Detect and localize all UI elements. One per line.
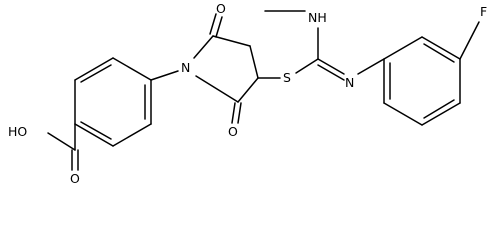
molecule-structure: HO O O N O S NH N F [8, 1, 487, 186]
bond [421, 36, 461, 60]
bond [459, 21, 480, 60]
bond [112, 57, 152, 81]
bond [317, 64, 345, 81]
atom-labels: HO O O N O S NH N F [8, 1, 487, 186]
bonds [47, 10, 480, 171]
bond [74, 57, 114, 81]
bond [317, 58, 345, 75]
bond [383, 36, 423, 60]
ring-nitrogen-label: N [181, 60, 190, 75]
bond [209, 13, 217, 35]
bond [47, 132, 76, 151]
bond [195, 75, 239, 103]
bond [212, 35, 251, 47]
sulfur-label: S [283, 70, 291, 85]
bond [237, 77, 259, 103]
bond [215, 16, 223, 38]
carbonyl-oxygen-bottom-label: O [228, 124, 238, 139]
bond [193, 35, 214, 59]
bond [423, 99, 455, 119]
hydroxyl-label: HO [8, 124, 27, 139]
fluorine-label: F [480, 4, 487, 19]
carbonyl-oxygen-top-label: O [216, 1, 226, 16]
bond [231, 102, 236, 124]
bond [423, 43, 455, 63]
bond [237, 102, 242, 124]
acid-oxygen-label: O [70, 171, 80, 186]
bond [295, 58, 319, 74]
bond [421, 102, 461, 126]
bond [150, 70, 179, 81]
bond [74, 123, 114, 147]
imine-nitrogen-label: N [345, 75, 354, 90]
bond [249, 45, 259, 79]
bond [80, 64, 112, 83]
bond [357, 58, 385, 75]
bond [80, 121, 112, 140]
bond [383, 102, 423, 126]
amine-nh-label: NH [308, 10, 327, 25]
bond [112, 123, 152, 147]
